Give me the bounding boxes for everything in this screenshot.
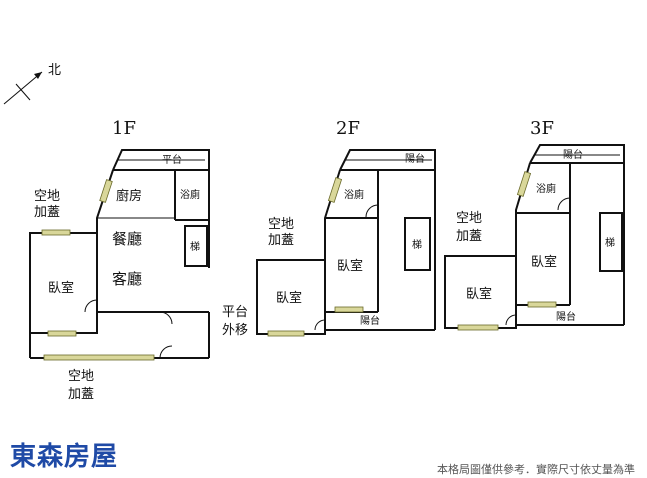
- window-kitchen: [99, 179, 113, 203]
- open-top-line2: 加蓋: [34, 205, 60, 220]
- floor-1f: 1F 平台 廚房 浴廁 餐廳 客廳 梯 臥室 空地 加蓋: [29, 118, 248, 402]
- room-balcony-bottom-3f: 陽台: [556, 310, 576, 323]
- floor-label-1f: 1F: [112, 118, 136, 139]
- floor-label-3f: 3F: [530, 118, 554, 139]
- room-stairs-3f: 梯: [605, 236, 615, 249]
- room-bath-2f: 浴廁: [344, 188, 364, 201]
- window-bedroom-2f: [334, 306, 364, 313]
- room-kitchen: 廚房: [116, 188, 142, 204]
- platform-line1: 平台: [222, 305, 248, 320]
- balcony-outline: [112, 149, 210, 171]
- open-line2-2f: 加蓋: [268, 233, 294, 248]
- window-bedroom-3f: [527, 301, 557, 308]
- brand-logo-text: 東森房屋: [10, 442, 119, 472]
- room-bedroom-main-2f: 臥室: [337, 258, 363, 274]
- window-bedroom-bottom: [47, 330, 77, 337]
- window-corridor: [43, 354, 155, 361]
- room-balcony: 平台: [162, 153, 182, 166]
- open-top-line1: 空地: [34, 189, 60, 204]
- floor-label-2f: 2F: [336, 118, 360, 139]
- room-stairs: 梯: [190, 240, 200, 253]
- room-bedroom-left-2f: 臥室: [276, 290, 302, 306]
- room-bath: 浴廁: [180, 188, 200, 201]
- window-bedroom-top: [41, 229, 71, 236]
- room-balcony-top-2f: 陽台: [405, 152, 425, 165]
- window-bath-2f: [327, 177, 343, 203]
- window-bedroom-left-2f: [267, 330, 305, 337]
- room-stairs-2f: 梯: [412, 238, 422, 251]
- room-bath-3f: 浴廁: [536, 182, 556, 195]
- floor-3f: 3F 陽台 浴廁 梯 臥室 陽台 臥室 空地 加蓋: [444, 118, 625, 331]
- room-living: 客廳: [112, 270, 142, 288]
- disclaimer-text: 本格局圖僅供參考．實際尺寸依丈量為準: [437, 463, 635, 476]
- room-bedroom: 臥室: [48, 280, 74, 296]
- platform-line2: 外移: [222, 323, 248, 338]
- open-bottom-line2: 加蓋: [68, 387, 94, 402]
- north-label: 北: [48, 63, 61, 78]
- room-bedroom-left-3f: 臥室: [466, 286, 492, 302]
- open-line1-2f: 空地: [268, 217, 294, 232]
- window-bath-3f: [516, 171, 532, 197]
- open-line2-3f: 加蓋: [456, 229, 482, 244]
- room-balcony-bottom-2f: 陽台: [360, 314, 380, 327]
- open-bottom-line1: 空地: [68, 369, 94, 384]
- open-line1-3f: 空地: [456, 211, 482, 226]
- room-dining: 餐廳: [112, 230, 142, 248]
- floor-2f: 2F 陽台 浴廁 梯 臥室 陽台 臥室 空地 加蓋: [256, 118, 436, 337]
- room-bedroom-main-3f: 臥室: [531, 254, 557, 270]
- room-balcony-top-3f: 陽台: [563, 148, 583, 161]
- north-arrow: 北: [3, 63, 61, 105]
- window-bedroom-left-3f: [457, 324, 499, 331]
